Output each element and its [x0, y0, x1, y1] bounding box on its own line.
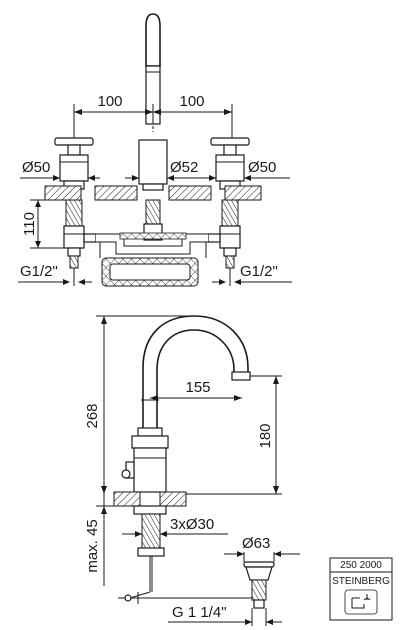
- connection-hoses: [83, 232, 221, 287]
- diameter-right-label: Ø50: [248, 159, 276, 176]
- thread-dimensions: G1/2" G1/2": [18, 263, 292, 285]
- side-under-deck: [118, 505, 256, 604]
- height-label: 110: [21, 212, 38, 236]
- thread-right-label: G1/2": [240, 263, 278, 280]
- front-elevation: 100 100 Ø50: [18, 13, 292, 287]
- diameter-dimensions: Ø50 Ø52 Ø50: [20, 159, 290, 181]
- diameter-center-label: Ø52: [170, 159, 198, 176]
- waste-diameter-dimension: Ø63: [224, 535, 300, 562]
- reach-label: 155: [185, 379, 210, 396]
- side-elevation: 268 155 180: [84, 315, 300, 626]
- waste-thread-dimension: G 1 1/4": [168, 604, 282, 626]
- gooseneck-spout: [141, 315, 251, 428]
- spacing-right-label: 100: [179, 93, 204, 110]
- spacing-dimension: 100 100: [73, 93, 233, 140]
- reach-dimension: 155: [150, 379, 242, 401]
- waste-thread-label: G 1 1/4": [172, 604, 227, 621]
- max-thickness-label: max. 45: [84, 519, 101, 572]
- brand-name: STEINBERG: [332, 576, 390, 587]
- total-height-dimension: 268: [84, 315, 194, 494]
- product-info-box: 250 2000 STEINBERG: [329, 557, 393, 621]
- total-height-label: 268: [84, 403, 101, 428]
- left-valve: [63, 199, 85, 286]
- thread-left-label: G1/2": [20, 263, 58, 280]
- diameter-left-label: Ø50: [22, 159, 50, 176]
- center-body: [138, 139, 168, 191]
- hole-diameter-label: 3xØ30: [170, 516, 214, 533]
- spout-height-dimension: 180: [160, 375, 282, 495]
- right-handle: [210, 137, 250, 190]
- spout-height-label: 180: [257, 423, 274, 448]
- waste-diameter-label: Ø63: [242, 535, 270, 552]
- side-deck: [113, 491, 187, 507]
- article-number: 250 2000: [340, 560, 382, 571]
- left-handle: [54, 137, 94, 190]
- tap-symbol-icon: [344, 589, 378, 615]
- hole-diameter-dimension: 3xØ30: [122, 516, 228, 537]
- height-dimension: 110: [21, 199, 66, 249]
- max-thickness-dimension: max. 45: [84, 494, 114, 586]
- deck-section: [44, 185, 262, 201]
- right-valve: [219, 199, 241, 286]
- waste-valve: [240, 561, 275, 609]
- mixer-body: [121, 427, 169, 493]
- spacing-left-label: 100: [97, 93, 122, 110]
